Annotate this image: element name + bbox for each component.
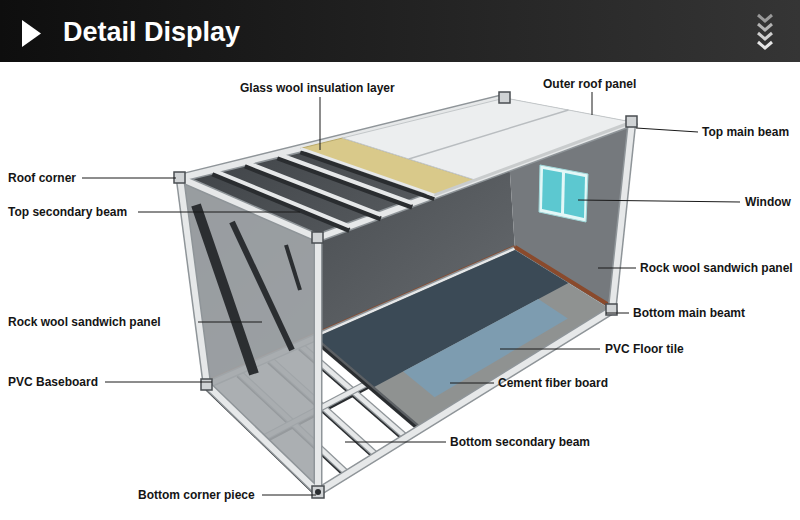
corner-fitting xyxy=(499,92,510,103)
leader-line xyxy=(138,212,300,213)
part-label: PVC Floor tile xyxy=(605,341,684,357)
part-label: Outer roof panel xyxy=(543,76,636,92)
bottom-main-beam xyxy=(207,385,318,492)
floor-edge xyxy=(315,341,421,432)
corner-fitting xyxy=(201,379,212,390)
window-pane xyxy=(564,173,585,218)
corner-post xyxy=(314,238,323,492)
part-label: Top main beam xyxy=(702,124,789,140)
leader-line xyxy=(320,97,321,150)
corner-fitting-hole xyxy=(315,489,321,495)
part-label: PVC Baseboard xyxy=(8,374,98,390)
part-label: Rock wool sandwich panel xyxy=(8,314,161,330)
leader-line xyxy=(82,178,176,179)
chevron xyxy=(758,33,772,39)
leader-line xyxy=(592,92,593,115)
floor-edge xyxy=(315,338,421,429)
window-frame xyxy=(539,165,588,222)
corner-post xyxy=(612,122,632,310)
leader-line xyxy=(606,313,629,314)
leader-line xyxy=(198,322,262,323)
window-pane xyxy=(542,169,562,213)
panel-brace xyxy=(286,245,300,290)
corner-post xyxy=(180,178,207,385)
part-label: Bottom main beamt xyxy=(633,305,745,321)
bottom-main-beam xyxy=(318,310,612,492)
corner-fitting xyxy=(626,116,637,127)
header-band xyxy=(0,0,800,62)
panel-brace xyxy=(232,222,292,350)
bottom-main-beam xyxy=(318,310,612,492)
part-label: Cement fiber board xyxy=(498,375,608,391)
bottom-main-beam xyxy=(207,385,318,492)
leader-line xyxy=(578,200,740,202)
top-secondary-beam xyxy=(300,148,434,195)
end-wall-panel xyxy=(180,178,318,492)
chevron xyxy=(758,24,772,30)
corner-post xyxy=(315,238,321,492)
top-secondary-beam xyxy=(278,154,413,203)
leader-line xyxy=(500,349,600,350)
chevron xyxy=(758,42,772,48)
part-label: Rock wool sandwich panel xyxy=(640,260,793,276)
leader-line xyxy=(105,382,212,383)
part-label: Top secondary beam xyxy=(8,204,127,220)
part-label: Window xyxy=(745,194,791,210)
corner-fitting xyxy=(312,232,323,243)
part-label: Bottom corner piece xyxy=(138,487,255,503)
part-label: Glass wool insulation layer xyxy=(240,80,395,96)
chevron xyxy=(758,15,772,21)
leader-line xyxy=(450,383,494,384)
leader-line xyxy=(636,128,698,132)
part-label: Roof corner xyxy=(8,170,76,186)
leader-line xyxy=(262,495,316,496)
page-title: Detail Display xyxy=(63,15,240,49)
header-arrow xyxy=(22,20,41,47)
corner-post xyxy=(612,122,632,310)
corner-post xyxy=(180,178,207,385)
leader-line xyxy=(598,268,636,269)
leader-line xyxy=(345,442,446,443)
top-secondary-beam xyxy=(213,170,350,226)
roof-seam xyxy=(409,110,569,159)
part-label: Bottom secondary beam xyxy=(450,434,590,450)
corner-fitting xyxy=(312,486,324,498)
roof-edge xyxy=(434,122,632,195)
